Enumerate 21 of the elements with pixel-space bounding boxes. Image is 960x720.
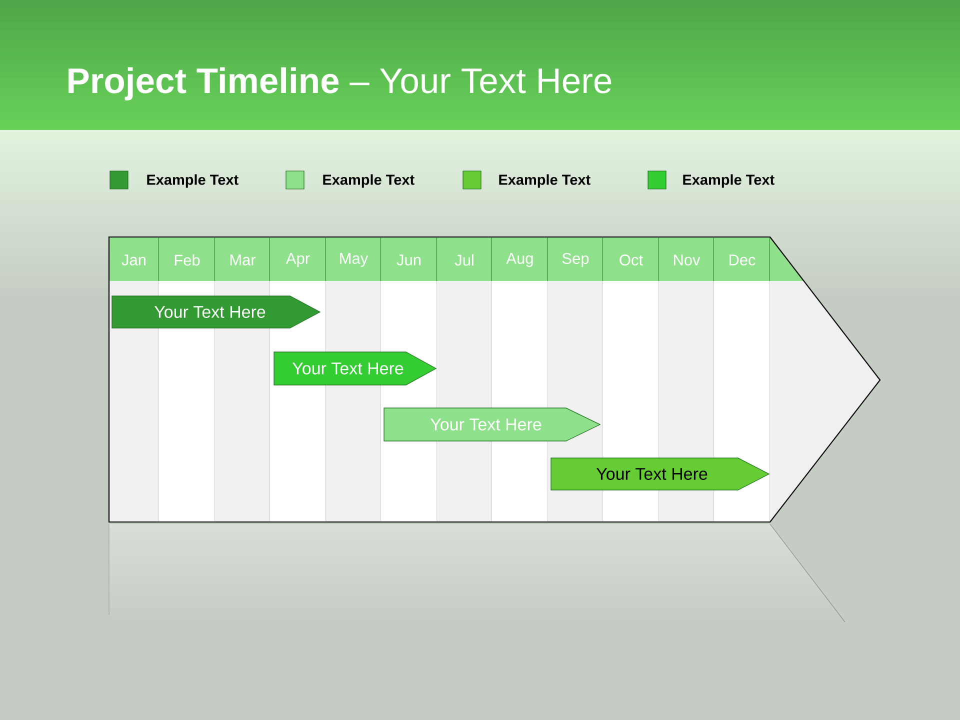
legend-label: Example Text — [683, 174, 774, 188]
month-header-cell: Jan — [109, 237, 160, 282]
month-header-cell: Jul — [437, 237, 492, 282]
month-header-cell: Mar — [215, 237, 270, 282]
month-header-cell: Sep — [548, 237, 604, 282]
arrow-bar: Your Text Here — [384, 408, 601, 442]
month-header-cell: Jun — [381, 237, 438, 282]
arrow-bar: Your Text Here — [274, 352, 437, 386]
month-header-cell: Apr — [270, 237, 326, 282]
legend-label: Example Text — [147, 174, 238, 188]
title: Project Timeline – Your Text Here — [68, 67, 612, 100]
legend-label: Example Text — [499, 174, 590, 188]
legend-label: Example Text — [323, 174, 414, 188]
arrow-bar: Your Text Here — [550, 458, 770, 490]
month-header-cell: Aug — [492, 237, 548, 282]
month-header-cell: May — [326, 237, 382, 282]
arrow-bar: Your Text Here — [112, 296, 321, 328]
month-header-cell: Feb — [159, 237, 216, 282]
month-header-cell: Oct — [603, 237, 660, 282]
month-header-cell: Dec — [714, 237, 770, 282]
month-header-cell: Nov — [659, 237, 714, 282]
